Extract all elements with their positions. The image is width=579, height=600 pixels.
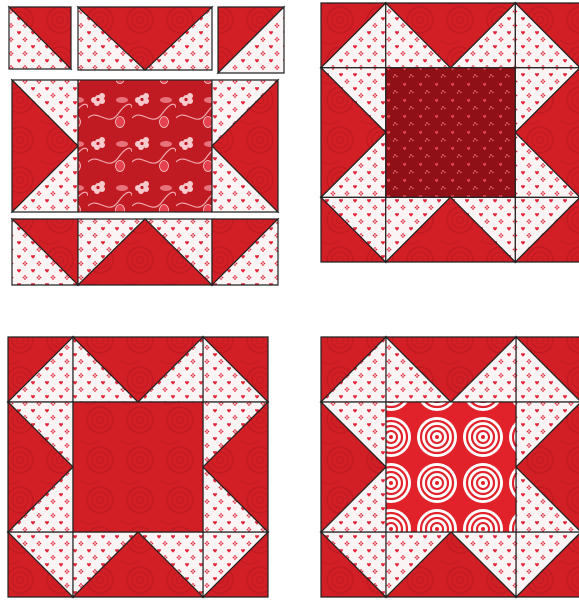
- exploded-quilt-block: [9, 7, 284, 285]
- center-square: [73, 402, 203, 532]
- quilt-block: [8, 337, 268, 597]
- center-square: [78, 80, 212, 212]
- quilt-block: [321, 337, 579, 597]
- center-square: [386, 68, 516, 198]
- quilt-block: [321, 3, 579, 262]
- center-square: [386, 402, 516, 532]
